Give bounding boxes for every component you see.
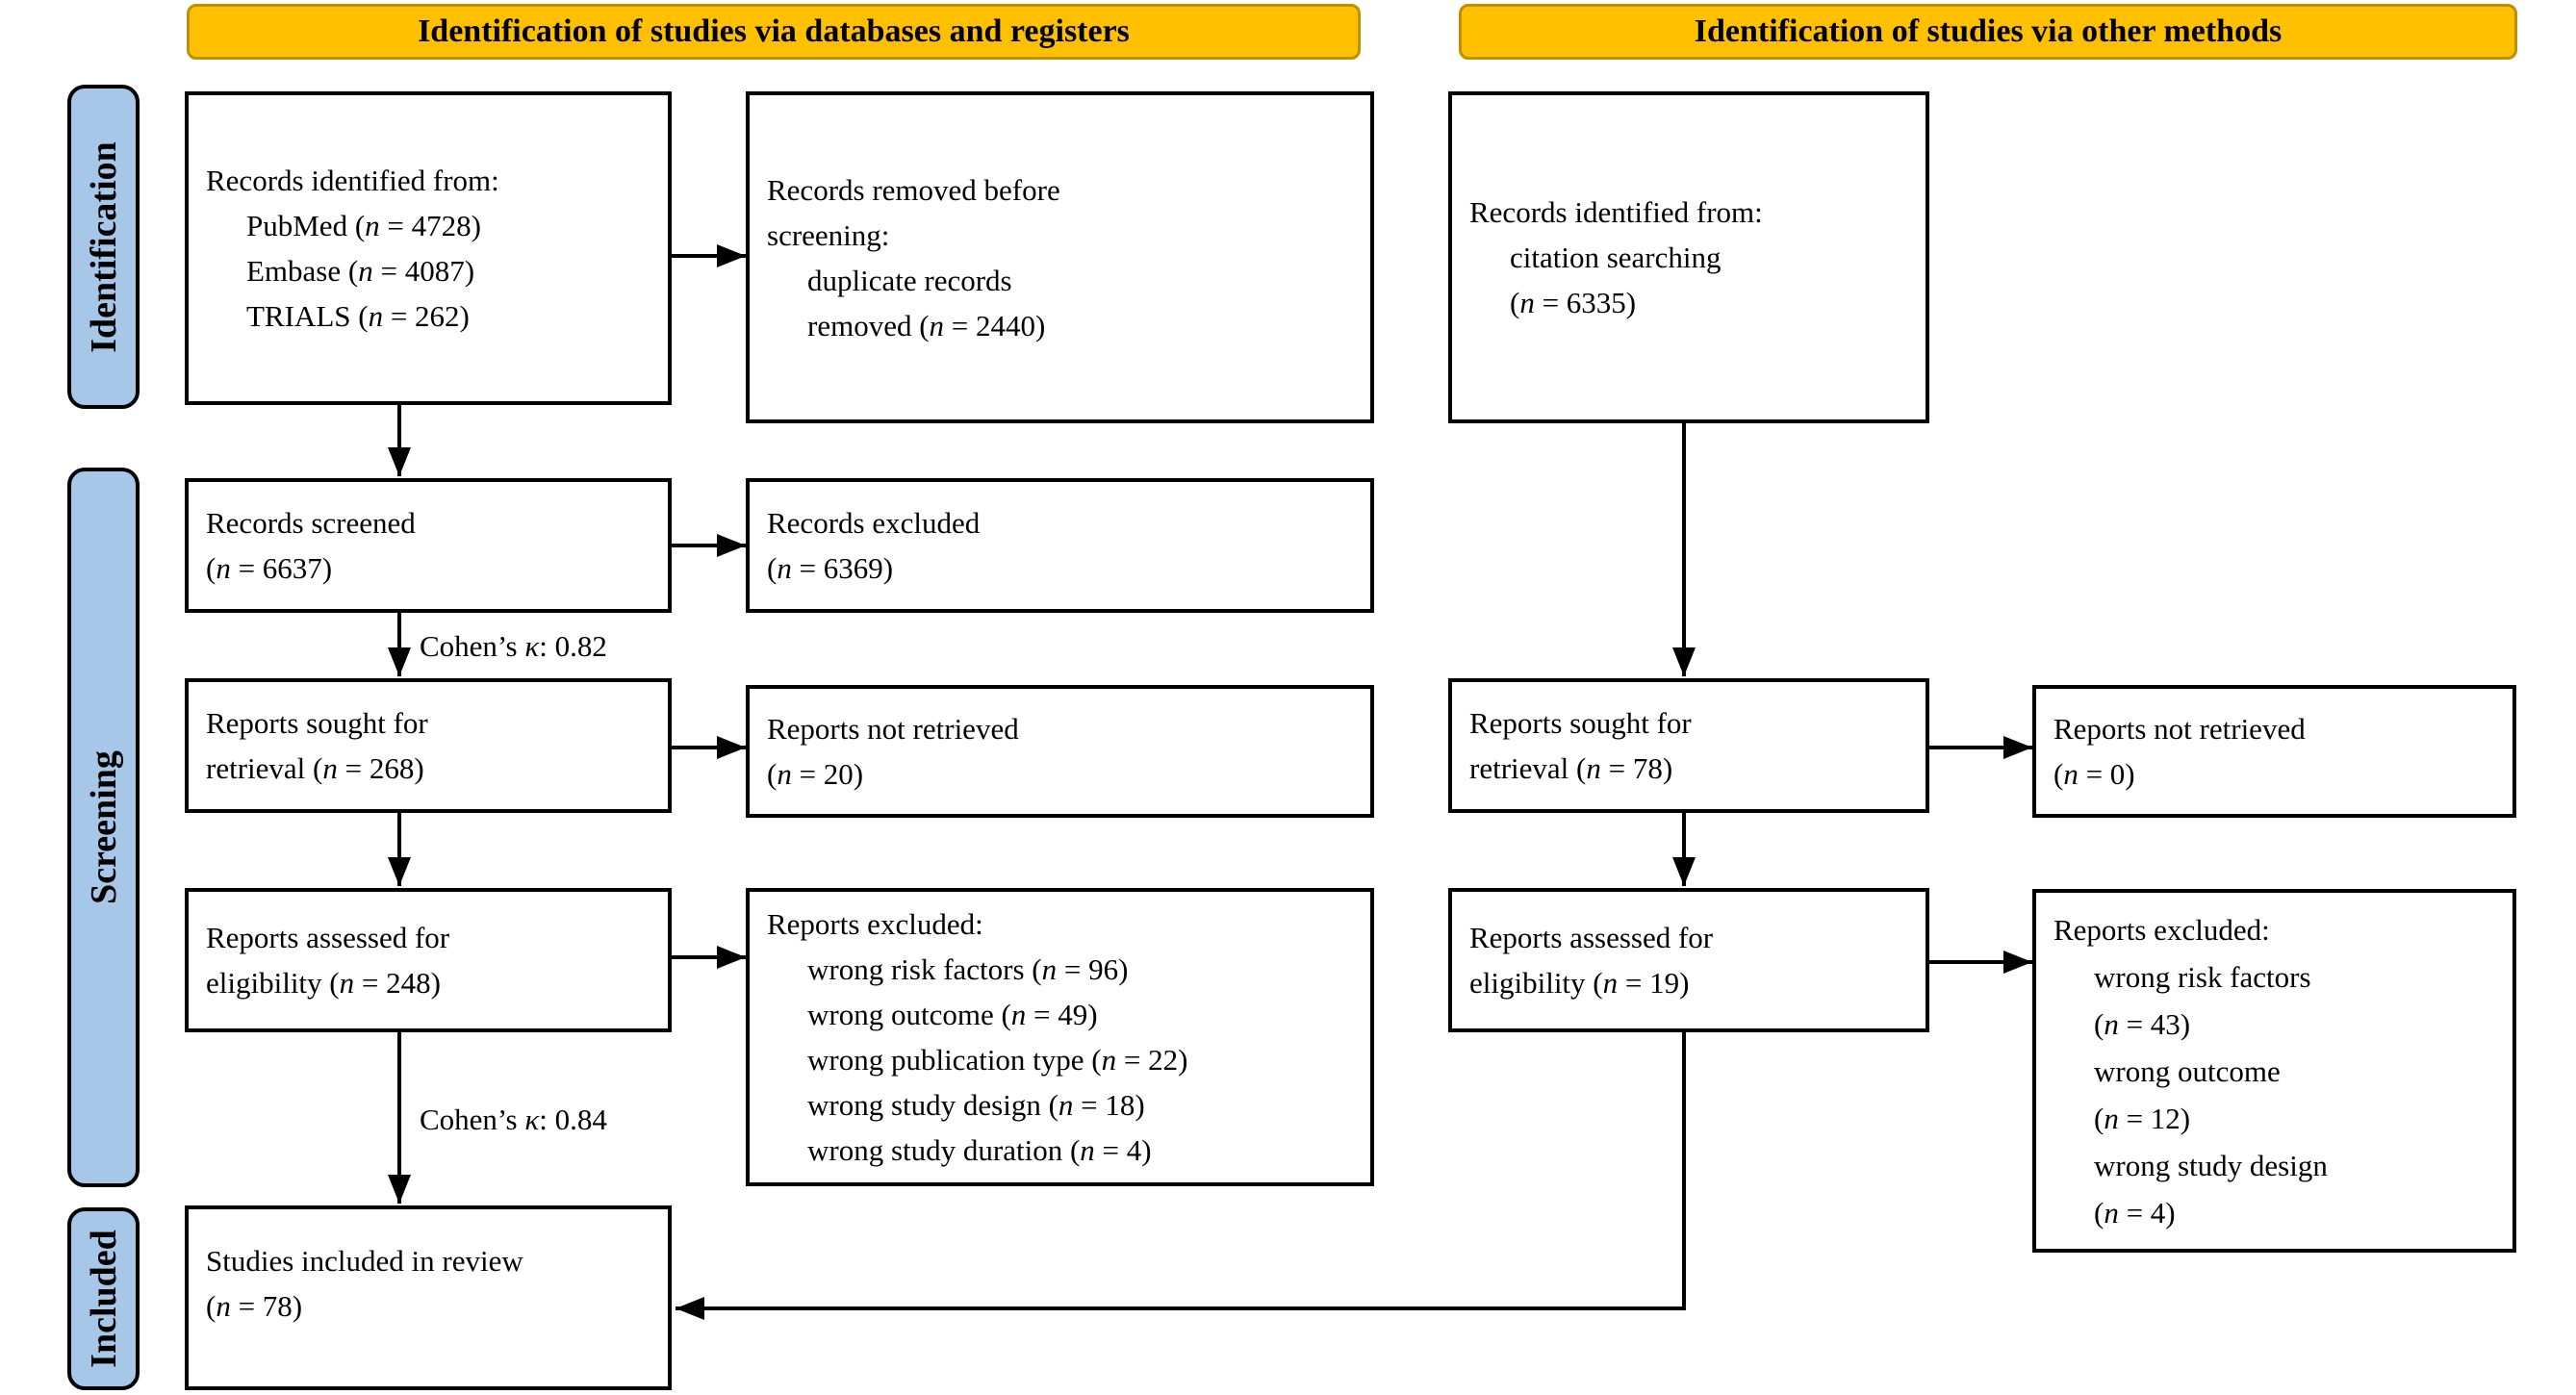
box-reports-sought-other: Reports sought for retrieval (n = 78) — [1448, 678, 1929, 813]
text-line: retrieval (n = 78) — [1469, 751, 1673, 785]
banner-databases-registers: Identification of studies via databases … — [187, 4, 1361, 60]
text-line: Reports sought for — [1469, 706, 1692, 740]
arrow-other-assessed-to-included — [676, 1032, 1686, 1320]
text-line: wrong study design — [2094, 1148, 2328, 1182]
text-line: screening: — [767, 217, 890, 252]
text-line: wrong risk factors — [2094, 959, 2311, 994]
box-reports-assessed-other: Reports assessed for eligibility (n = 19… — [1448, 888, 1929, 1032]
box-reports-assessed-databases: Reports assessed for eligibility (n = 24… — [185, 888, 672, 1032]
text-line: wrong risk factors (n = 96) — [807, 952, 1129, 986]
text-line: (n = 12) — [2094, 1101, 2191, 1135]
cohens-kappa-screening-label: Cohen’s κ: 0.82 — [420, 629, 607, 663]
box-studies-included: Studies included in review (n = 78) — [185, 1205, 672, 1390]
text-line: (n = 4) — [2094, 1195, 2176, 1230]
text-line: Studies included in review — [206, 1244, 523, 1278]
box-records-screened: Records screened (n = 6637) — [185, 478, 672, 613]
box-reports-not-retrieved-other: Reports not retrieved (n = 0) — [2032, 685, 2516, 818]
box-reports-excluded-databases: Reports excluded: wrong risk factors (n … — [746, 888, 1374, 1186]
banner-other-methods-label: Identification of studies via other meth… — [1694, 13, 2283, 49]
text-line: wrong publication type (n = 22) — [807, 1043, 1188, 1077]
text-line: wrong outcome — [2094, 1053, 2281, 1088]
box-records-removed: Records removed before screening: duplic… — [746, 91, 1374, 423]
text-line: Reports not retrieved — [767, 712, 1019, 746]
text-line: Records identified from: — [206, 164, 499, 197]
text-line: eligibility (n = 19) — [1469, 966, 1690, 1000]
box-records-excluded: Records excluded (n = 6369) — [746, 478, 1374, 613]
text-line: TRIALS (n = 262) — [246, 299, 470, 333]
text-line: Records removed before — [767, 172, 1060, 207]
text-line: Reports assessed for — [1469, 921, 1714, 954]
stage-included-label: Included — [83, 1230, 124, 1368]
text-line: Records identified from: — [1469, 195, 1763, 229]
text-line: Records screened — [206, 506, 416, 540]
text-line: wrong study design (n = 18) — [807, 1088, 1145, 1122]
banner-other-methods: Identification of studies via other meth… — [1459, 4, 2517, 60]
cohens-kappa-eligibility-label: Cohen’s κ: 0.84 — [420, 1103, 607, 1136]
stage-screening-label: Screening — [83, 750, 124, 904]
text-line: duplicate records — [807, 263, 1012, 297]
text-line: (n = 43) — [2094, 1006, 2191, 1041]
stage-screening: Screening — [67, 468, 140, 1187]
text-line: (n = 78) — [206, 1289, 303, 1323]
text-line: Reports not retrieved — [2053, 712, 2306, 746]
text-line: Reports assessed for — [206, 921, 450, 954]
box-reports-excluded-other: Reports excluded: wrong risk factors (n … — [2032, 889, 2516, 1253]
text-line: citation searching — [1510, 241, 1722, 274]
text-line: removed (n = 2440) — [807, 308, 1046, 342]
text-line: Embase (n = 4087) — [246, 254, 475, 288]
banner-databases-registers-label: Identification of studies via databases … — [418, 13, 1130, 49]
box-records-identified-databases: Records identified from: PubMed (n = 472… — [185, 91, 672, 405]
text-line: (n = 6369) — [767, 551, 894, 585]
text-line: Records excluded — [767, 506, 981, 540]
stage-included: Included — [67, 1207, 140, 1390]
text-line: retrieval (n = 268) — [206, 751, 424, 785]
text-line: wrong outcome (n = 49) — [807, 998, 1098, 1031]
text-line: eligibility (n = 248) — [206, 966, 441, 1000]
box-reports-sought-databases: Reports sought for retrieval (n = 268) — [185, 678, 672, 813]
box-records-identified-other: Records identified from: citation search… — [1448, 91, 1929, 423]
text-line: Reports excluded: — [767, 907, 983, 941]
text-line: Reports sought for — [206, 706, 428, 740]
text-line: Reports excluded: — [2053, 912, 2270, 947]
text-line: PubMed (n = 4728) — [246, 209, 481, 242]
box-reports-not-retrieved-databases: Reports not retrieved (n = 20) — [746, 685, 1374, 818]
text-line: (n = 6637) — [206, 551, 333, 585]
text-line: wrong study duration (n = 4) — [807, 1133, 1152, 1167]
text-line: (n = 6335) — [1510, 286, 1637, 319]
text-line: (n = 0) — [2053, 757, 2135, 791]
stage-identification: Identification — [67, 85, 140, 409]
text-line: (n = 20) — [767, 757, 864, 791]
stage-identification-label: Identification — [83, 140, 124, 353]
